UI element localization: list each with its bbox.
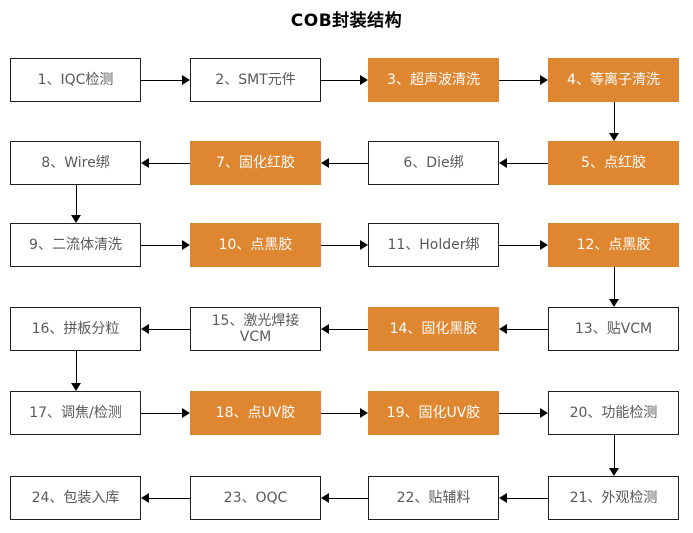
flow-node-22: 22、贴辅料 bbox=[368, 476, 499, 520]
arrow-8-to-9 bbox=[70, 185, 81, 223]
flow-node-23: 23、OQC bbox=[190, 476, 321, 520]
arrow-12-to-13 bbox=[608, 267, 619, 307]
arrow-2-to-3 bbox=[321, 75, 368, 85]
flow-node-1: 1、IQC检测 bbox=[10, 58, 141, 102]
flow-node-2: 2、SMT元件 bbox=[190, 58, 321, 102]
flow-node-3: 3、超声波清洗 bbox=[368, 58, 499, 102]
diagram-title: COB封装结构 bbox=[290, 11, 403, 31]
arrow-5-to-6 bbox=[499, 158, 548, 168]
flow-node-19: 19、固化UV胶 bbox=[368, 391, 499, 435]
flow-node-21: 21、外观检测 bbox=[548, 476, 679, 520]
arrow-1-to-2 bbox=[141, 75, 190, 85]
flow-node-11: 11、Holder绑 bbox=[368, 223, 499, 267]
flow-node-7: 7、固化红胶 bbox=[190, 141, 321, 185]
arrow-20-to-21 bbox=[608, 435, 619, 476]
arrow-21-to-22 bbox=[499, 493, 548, 503]
flow-node-9: 9、二流体清洗 bbox=[10, 223, 141, 267]
arrow-15-to-16 bbox=[141, 324, 190, 334]
arrow-7-to-8 bbox=[141, 158, 190, 168]
flow-node-15: 15、激光焊接VCM bbox=[190, 307, 321, 351]
flow-node-14: 14、固化黑胶 bbox=[368, 307, 499, 351]
flow-node-4: 4、等离子清洗 bbox=[548, 58, 679, 102]
arrow-4-to-5 bbox=[608, 102, 619, 141]
flow-node-6: 6、Die绑 bbox=[368, 141, 499, 185]
flow-node-12: 12、点黑胶 bbox=[548, 223, 679, 267]
flow-node-10: 10、点黑胶 bbox=[190, 223, 321, 267]
arrow-3-to-4 bbox=[499, 75, 548, 85]
flow-node-24: 24、包装入库 bbox=[10, 476, 141, 520]
arrow-16-to-17 bbox=[70, 351, 81, 391]
arrow-11-to-12 bbox=[499, 240, 548, 250]
arrow-17-to-18 bbox=[141, 408, 190, 418]
arrow-22-to-23 bbox=[321, 493, 368, 503]
arrow-23-to-24 bbox=[141, 493, 190, 503]
arrow-13-to-14 bbox=[499, 324, 548, 334]
arrow-6-to-7 bbox=[321, 158, 368, 168]
flow-node-13: 13、贴VCM bbox=[548, 307, 679, 351]
flow-node-8: 8、Wire绑 bbox=[10, 141, 141, 185]
flow-node-5: 5、点红胶 bbox=[548, 141, 679, 185]
arrow-9-to-10 bbox=[141, 240, 190, 250]
arrow-14-to-15 bbox=[321, 324, 368, 334]
arrow-18-to-19 bbox=[321, 408, 368, 418]
arrow-19-to-20 bbox=[499, 408, 548, 418]
flow-node-20: 20、功能检测 bbox=[548, 391, 679, 435]
flow-node-16: 16、拼板分粒 bbox=[10, 307, 141, 351]
arrow-10-to-11 bbox=[321, 240, 368, 250]
flow-node-17: 17、调焦/检测 bbox=[10, 391, 141, 435]
flow-node-18: 18、点UV胶 bbox=[190, 391, 321, 435]
